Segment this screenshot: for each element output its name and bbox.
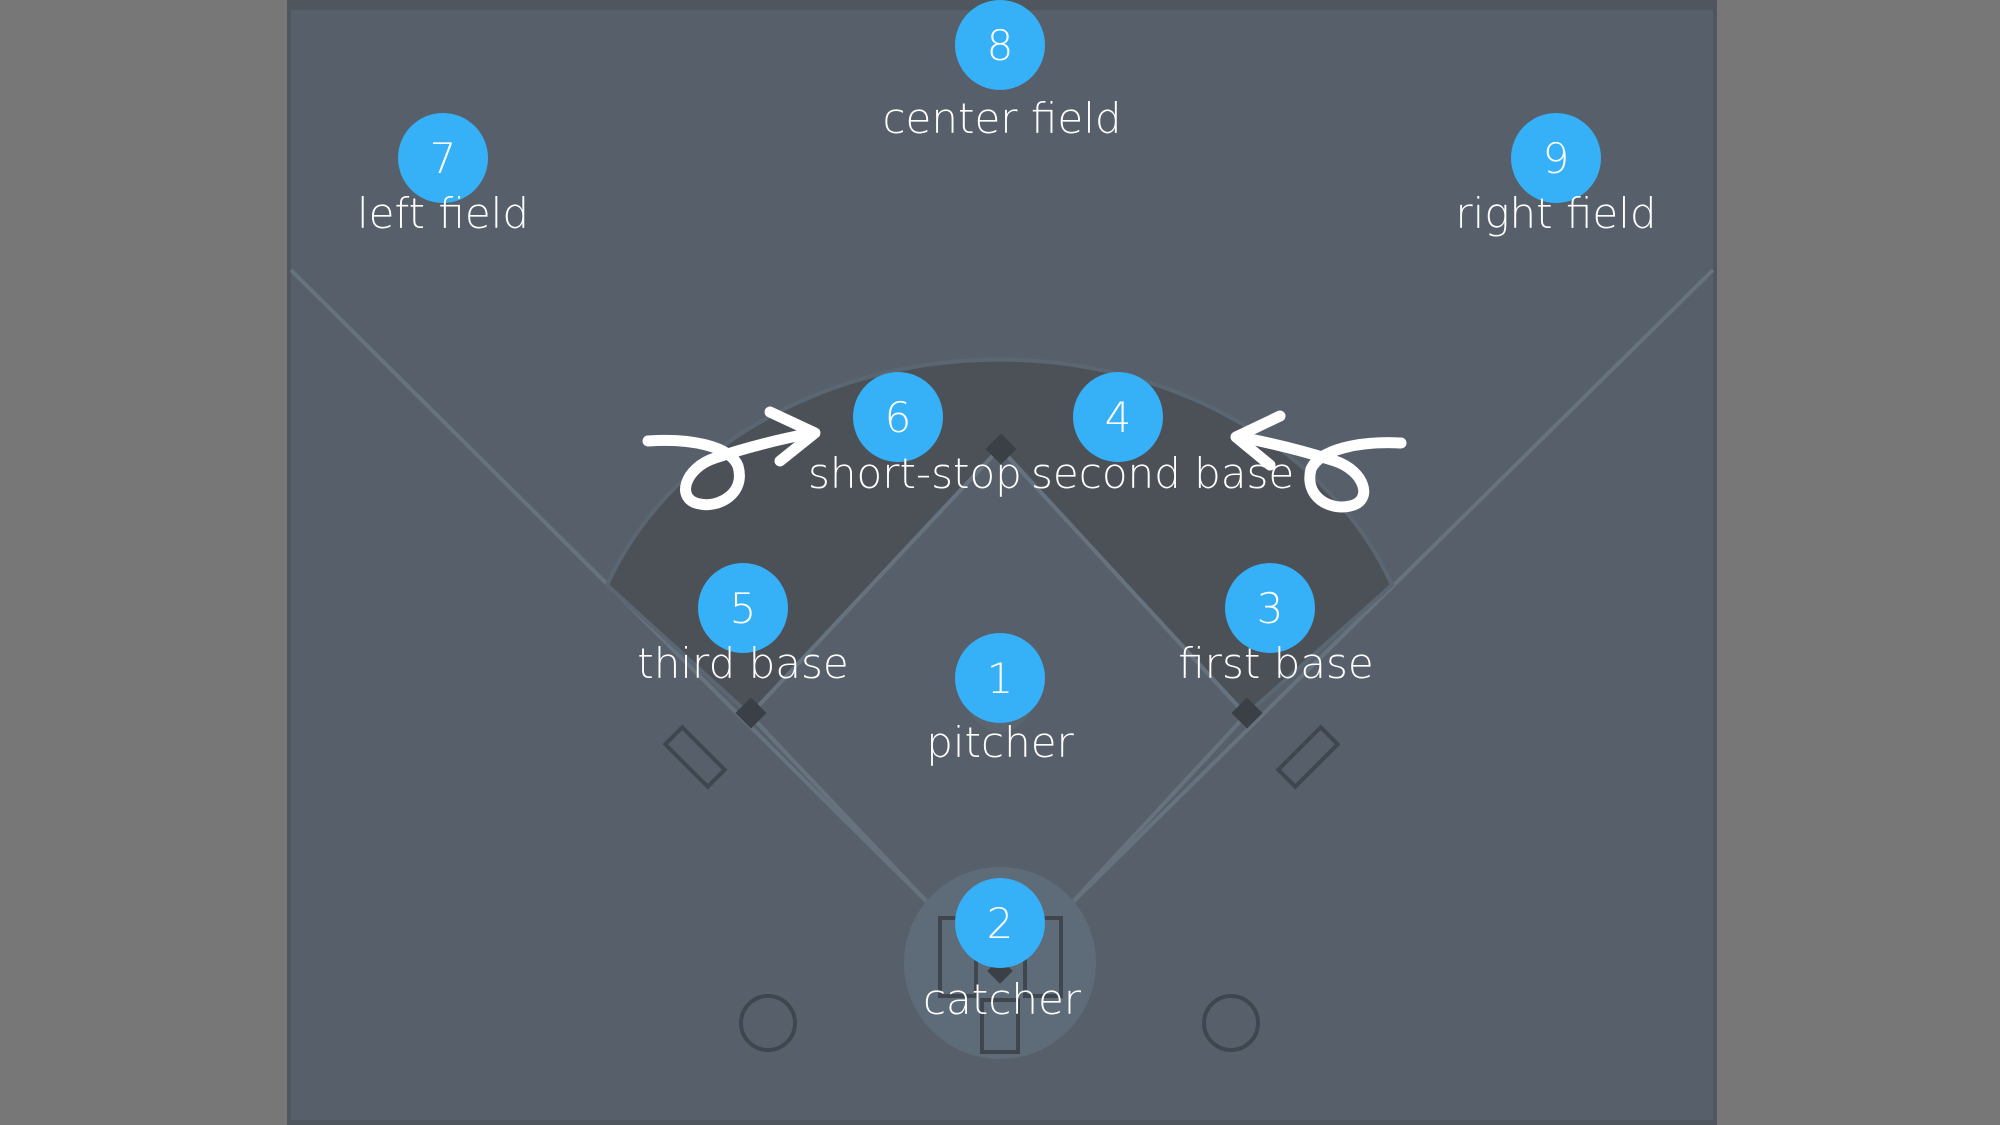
- position-left-field: 7 left field: [357, 113, 529, 238]
- loop-arrow-left-icon: [1230, 410, 1407, 513]
- position-badge-short-stop: [853, 372, 943, 462]
- position-number-third-base: 5: [730, 584, 757, 633]
- position-number-short-stop: 6: [885, 393, 912, 442]
- position-label-right-field: right field: [1455, 189, 1656, 238]
- on-deck-circle-right: [1202, 994, 1260, 1052]
- position-label-catcher: catcher: [923, 975, 1082, 1024]
- position-number-catcher: 2: [987, 899, 1014, 948]
- position-second-base: 4 second base: [1031, 372, 1294, 498]
- position-number-first-base: 3: [1257, 584, 1284, 633]
- on-deck-circle-left: [739, 994, 797, 1052]
- position-badge-center-field: [955, 0, 1045, 90]
- position-number-second-base: 4: [1105, 393, 1132, 442]
- position-markers: 1 pitcher 2 catcher 3 first base 4 second base 5…: [357, 0, 1657, 1024]
- position-label-pitcher: pitcher: [926, 718, 1074, 767]
- position-label-third-base: third base: [637, 639, 848, 688]
- second-base-bag: [985, 433, 1017, 465]
- position-number-left-field: 7: [430, 134, 457, 183]
- position-center-field: 8 center field: [882, 0, 1122, 143]
- position-third-base: 5 third base: [637, 563, 849, 688]
- position-badge-right-field: [1511, 113, 1601, 203]
- first-base-coach-box: [1275, 724, 1341, 790]
- position-badge-second-base: [1073, 372, 1163, 462]
- position-pitcher: 1 pitcher: [926, 633, 1075, 767]
- position-number-center-field: 8: [987, 21, 1014, 70]
- position-label-left-field: left field: [357, 189, 529, 238]
- position-first-base: 3 first base: [1178, 563, 1374, 688]
- position-number-right-field: 9: [1543, 134, 1570, 183]
- position-short-stop: 6 short-stop: [808, 372, 1022, 498]
- position-right-field: 9 right field: [1455, 113, 1657, 238]
- loop-arrow-right-icon: [642, 406, 821, 511]
- position-number-pitcher: 1: [987, 654, 1014, 703]
- position-label-short-stop: short-stop: [808, 449, 1022, 498]
- position-label-center-field: center field: [882, 94, 1121, 143]
- position-badge-third-base: [698, 563, 788, 653]
- position-label-second-base: second base: [1031, 449, 1294, 498]
- catchers-box: [980, 998, 1020, 1054]
- third-base-coach-box: [662, 724, 728, 790]
- position-badge-catcher: [955, 878, 1045, 968]
- base-path-first-home: [1068, 713, 1248, 907]
- position-badge-first-base: [1225, 563, 1315, 653]
- position-badge-left-field: [398, 113, 488, 203]
- base-path-third-home: [748, 713, 932, 907]
- position-badge-pitcher: [955, 633, 1045, 723]
- position-label-first-base: first base: [1178, 639, 1374, 688]
- position-catcher: 2 catcher: [923, 878, 1082, 1024]
